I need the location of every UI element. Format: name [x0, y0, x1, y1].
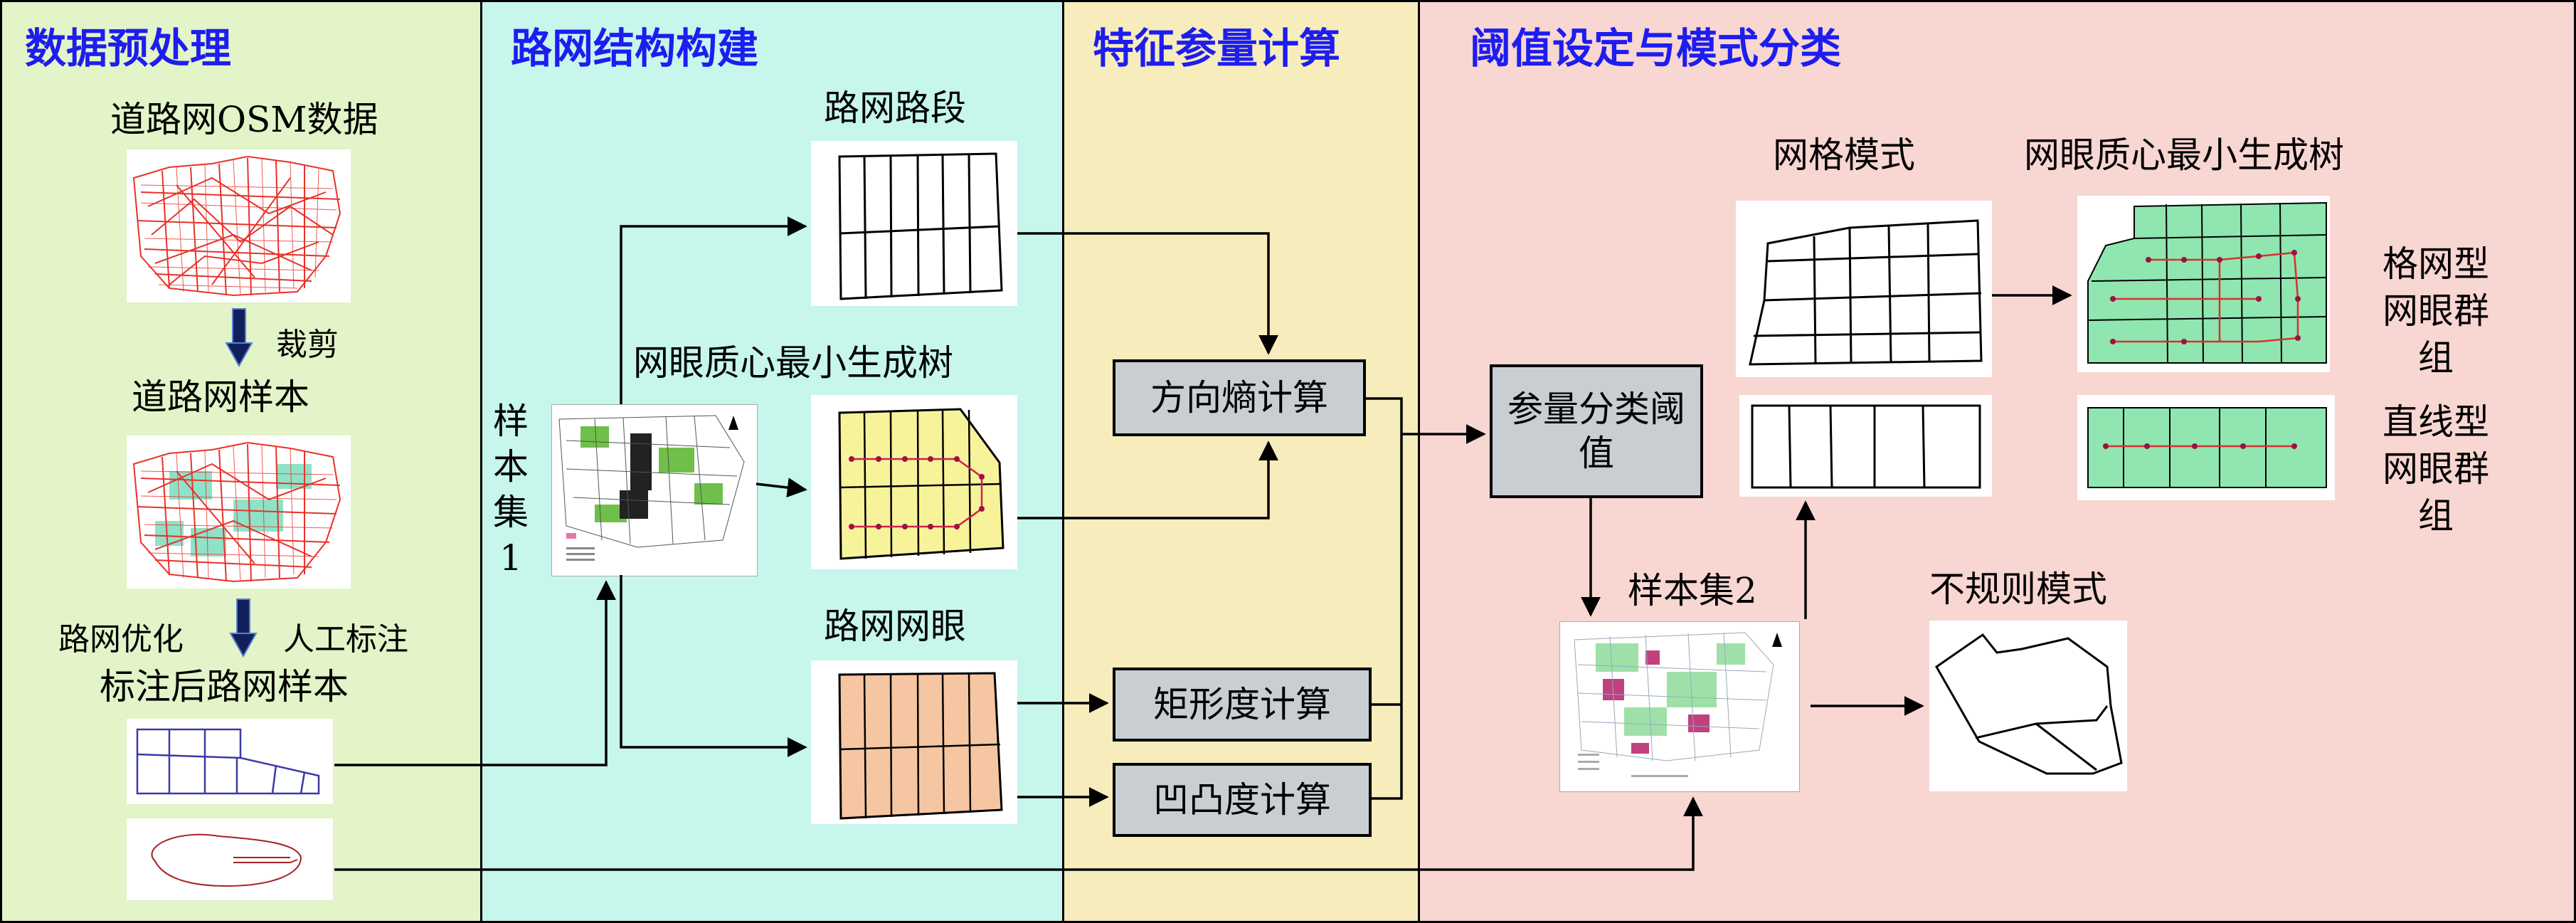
osm-data-label: 道路网OSM数据 [110, 99, 378, 140]
optimize-label: 路网优化 [58, 621, 184, 658]
rectangularity-box: 矩形度计算 [1113, 668, 1372, 742]
irregular-mode-label: 不规则模式 [1929, 569, 2107, 610]
classify-mst-label: 网眼质心最小生成树 [2024, 135, 2344, 176]
crop-label: 裁剪 [276, 327, 339, 363]
grid-mode-label: 网格模式 [1773, 135, 1915, 176]
linear-mode-image [1739, 395, 1992, 497]
grid-sample-image [127, 719, 333, 804]
convexity-box: 凹凸度计算 [1113, 763, 1372, 837]
down-arrow-icon [225, 308, 253, 367]
irregular-sample-image [127, 818, 333, 900]
meshes-image [811, 660, 1017, 824]
panel-title-preprocess: 数据预处理 [25, 24, 232, 73]
panel-title-network: 路网结构构建 [511, 24, 759, 73]
segments-label: 路网路段 [824, 88, 966, 129]
sample-set-1-map [551, 404, 758, 576]
road-sample-label: 道路网样本 [132, 376, 309, 418]
mst-label: 网眼质心最小生成树 [633, 342, 953, 384]
sample-set-1-char: 样 [493, 401, 529, 442]
grid-group-label: 格网型网眼群组 [2382, 243, 2489, 379]
sample-set-1-label: 样 本 集 1 [489, 399, 539, 581]
mst-image [811, 395, 1017, 569]
sample-set-2-map [1559, 621, 1800, 792]
road-sample-image [127, 436, 351, 589]
panel-title-classify: 阈值设定与模式分类 [1470, 24, 1842, 73]
segments-image [811, 141, 1017, 306]
panel-title-features: 特征参量计算 [1093, 24, 1341, 73]
down-arrow-icon [229, 598, 258, 658]
threshold-box: 参量分类阈值 [1490, 364, 1703, 498]
sample-set-1-char: 本 [493, 446, 529, 487]
sample-set-1-char: 集 [493, 492, 529, 533]
irregular-mode-image [1929, 621, 2127, 791]
manual-annotation-label: 人工标注 [283, 621, 408, 658]
meshes-label: 路网网眼 [824, 606, 966, 647]
sample-set-2-label: 样本集2 [1628, 570, 1757, 611]
linear-mst-image [2077, 395, 2335, 500]
direction-entropy-box: 方向熵计算 [1113, 359, 1366, 436]
grid-mst-image [2077, 196, 2330, 372]
osm-map-image [127, 149, 351, 302]
linear-group-label: 直线型网眼群组 [2382, 401, 2489, 537]
sample-set-1-char: 1 [499, 537, 522, 579]
annotated-sample-label: 标注后路网样本 [100, 666, 349, 707]
grid-mode-image [1736, 201, 1992, 377]
